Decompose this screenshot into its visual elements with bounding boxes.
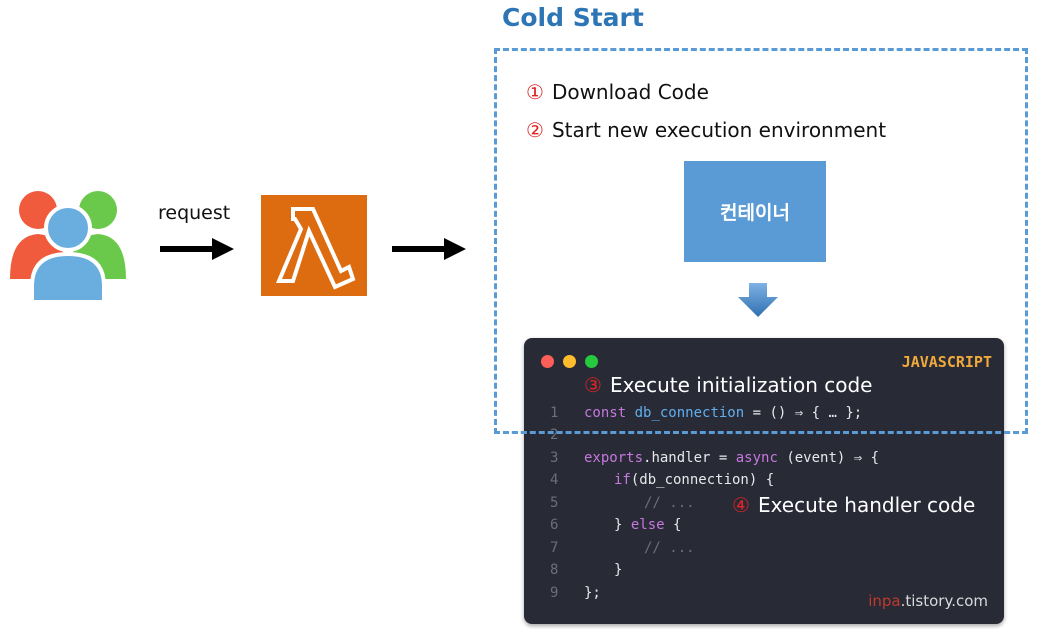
- window-dot-icon: [585, 355, 598, 368]
- arrow-down-icon: [738, 283, 778, 317]
- code-line-6: } else {: [614, 517, 682, 533]
- code-line-8: }: [614, 562, 623, 578]
- step-3: ③ Execute initialization code: [584, 373, 873, 397]
- lambda-symbol-icon: [275, 207, 356, 290]
- line-number: 6: [550, 517, 559, 533]
- diagram-title: Cold Start: [502, 3, 644, 32]
- request-label: request: [158, 202, 231, 224]
- line-number: 3: [550, 450, 559, 466]
- code-line-5: // ...: [644, 495, 695, 511]
- step-1: ① Download Code: [526, 80, 709, 104]
- window-dot-icon: [563, 355, 576, 368]
- step-2: ② Start new execution environment: [526, 118, 886, 142]
- cold-start-region-edge: [494, 431, 1028, 434]
- code-language-label: JAVASCRIPT: [901, 353, 992, 371]
- users-icon: [10, 191, 126, 304]
- step-2-number: ②: [526, 118, 544, 142]
- line-number: 5: [550, 495, 559, 511]
- line-number: 9: [550, 585, 559, 601]
- code-panel: JAVASCRIPT 1 2 3 4 5 6 7 8 9 const db_co…: [524, 338, 1004, 624]
- line-number: 8: [550, 562, 559, 578]
- step-1-text: Download Code: [551, 80, 709, 104]
- code-line-7: // ...: [644, 540, 695, 556]
- code-line-4: if(db_connection) {: [614, 472, 775, 488]
- line-number: 2: [550, 427, 559, 443]
- step-2-text: Start new execution environment: [551, 118, 887, 142]
- arrow-right-icon: [160, 238, 234, 260]
- step-4: ④ Execute handler code: [732, 493, 975, 517]
- container-label: 컨테이너: [720, 202, 790, 224]
- line-number: 1: [550, 405, 559, 421]
- code-line-3: exports.handler = async (event) ⇒ {: [584, 450, 880, 466]
- lambda-icon: [261, 195, 367, 296]
- code-line-1: const db_connection = () ⇒ { … };: [584, 405, 863, 421]
- step-1-number: ①: [526, 80, 544, 104]
- watermark: inpa.tistory.com: [868, 592, 988, 610]
- line-number: 4: [550, 472, 559, 488]
- code-line-9: };: [584, 585, 601, 601]
- arrow-right-icon: [392, 238, 466, 260]
- step-3-text: Execute initialization code: [609, 373, 873, 397]
- step-3-number: ③: [584, 373, 602, 397]
- window-dot-icon: [541, 355, 554, 368]
- step-4-number: ④: [732, 493, 750, 517]
- container-box: 컨테이너: [684, 161, 826, 262]
- line-number: 7: [550, 540, 559, 556]
- step-4-text: Execute handler code: [757, 493, 976, 517]
